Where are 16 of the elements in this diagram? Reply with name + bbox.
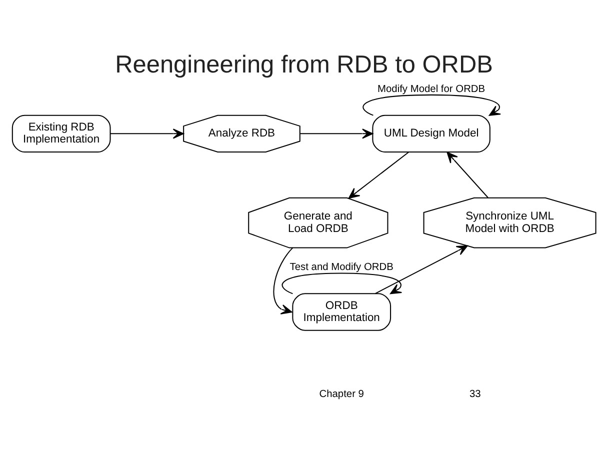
label: 33 — [469, 388, 481, 400]
arrow — [273, 246, 294, 314]
arrow — [362, 94, 502, 116]
arrow — [446, 151, 488, 198]
arrow — [375, 244, 468, 294]
node-box: ORDB Implementation — [292, 292, 392, 330]
arrow — [282, 272, 402, 294]
edge-label: Modify Model for ORDB — [378, 83, 486, 94]
label: Chapter 9 — [319, 388, 364, 400]
arrow — [300, 128, 374, 138]
node-box: UML Design Model — [372, 114, 490, 152]
diagram-title: Reengineering from RDB to ORDB — [115, 51, 493, 78]
arrow — [110, 128, 184, 138]
edge-label: Test and Modify ORDB — [290, 262, 394, 273]
node-box: Existing RDB Implementation — [12, 114, 111, 152]
arrow — [348, 151, 409, 198]
